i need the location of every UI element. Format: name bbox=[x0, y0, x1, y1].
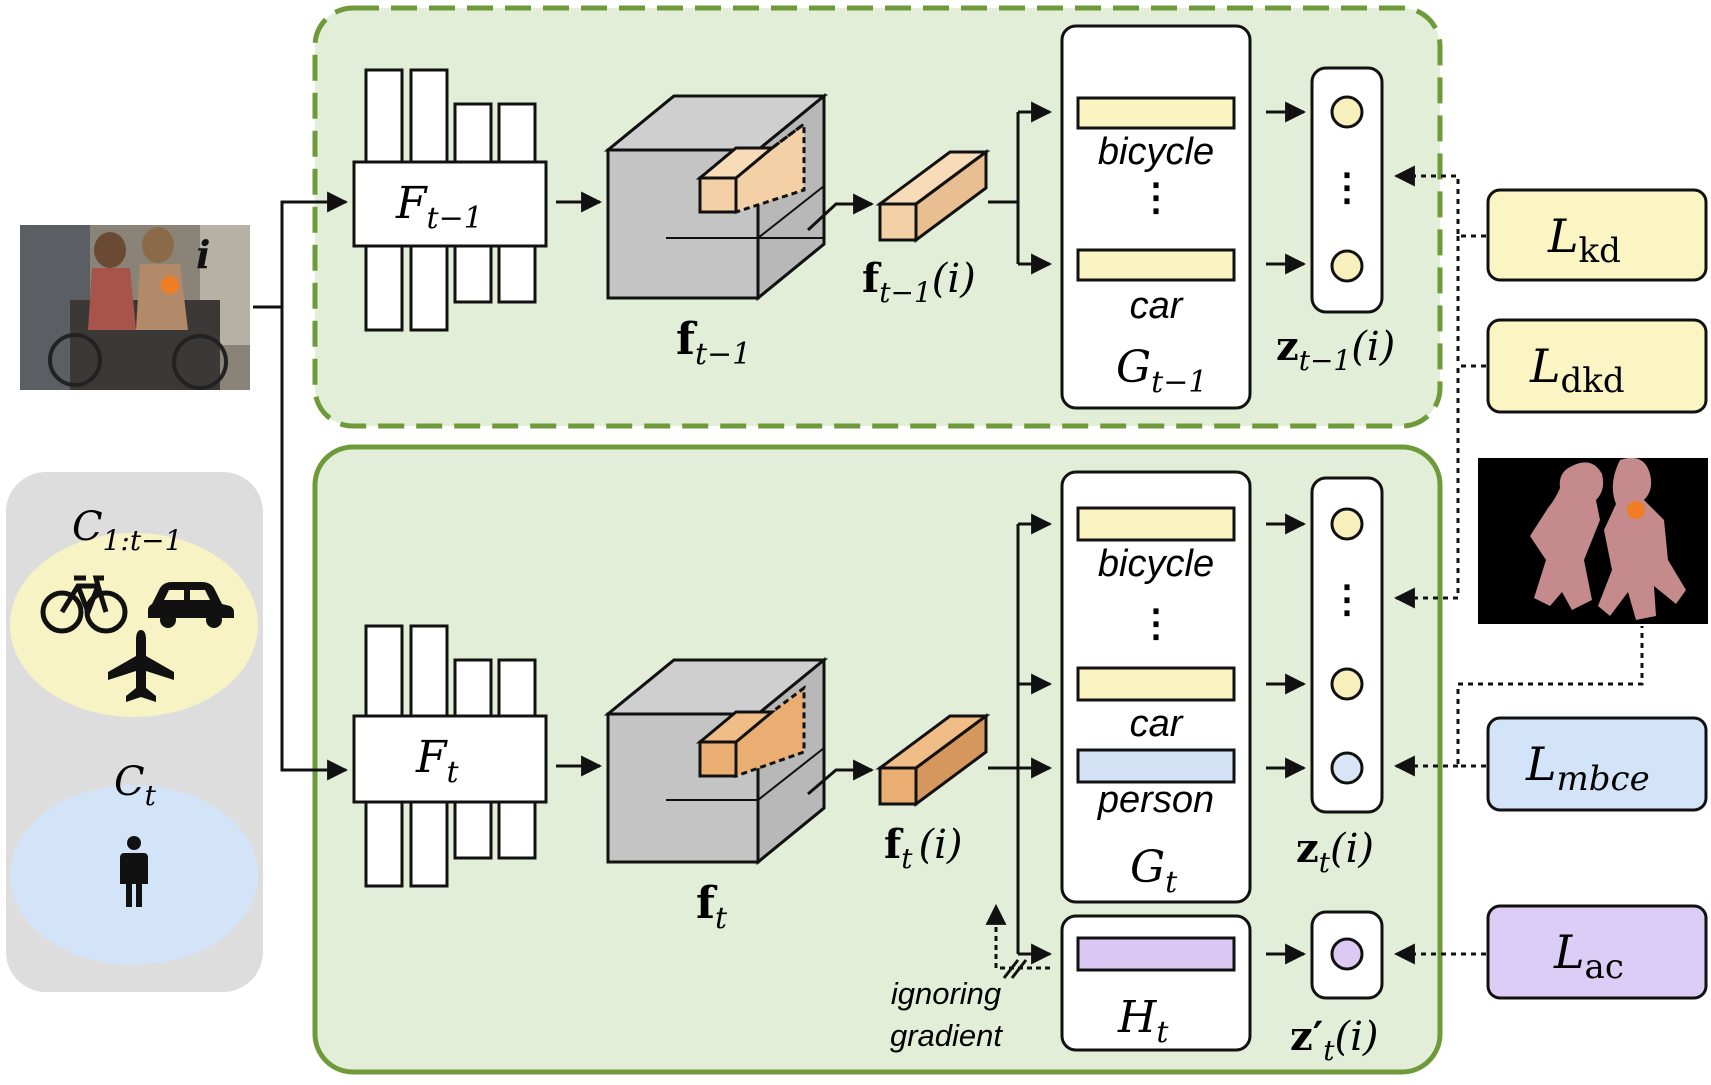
old-logit-car bbox=[1330, 249, 1364, 283]
encoder-to-cube-arrows bbox=[556, 191, 603, 777]
pixel-marker bbox=[161, 276, 179, 294]
mask-pixel-marker bbox=[1627, 501, 1645, 519]
loss-connections bbox=[1393, 165, 1644, 965]
old-encoder bbox=[352, 68, 548, 332]
old-logit-bicycle bbox=[1330, 95, 1364, 129]
new-feature-cube bbox=[603, 656, 829, 866]
old-feature-map-label: ft−1 bbox=[676, 314, 751, 372]
new-class-label-car: car bbox=[1130, 703, 1184, 745]
segmentation-mask bbox=[1478, 457, 1708, 624]
aux-logits-label: z′t(i) bbox=[1290, 1013, 1379, 1067]
new-logit-vdots: ⋮ bbox=[1328, 576, 1366, 621]
new-encoder bbox=[352, 624, 548, 888]
old-classes-label: C1:t−1 bbox=[72, 504, 182, 557]
ignore-gradient-line-1: ignoring bbox=[891, 976, 1001, 1011]
ignore-gradient-marker bbox=[985, 903, 1050, 979]
new-classifier-label: Gt bbox=[1130, 842, 1178, 900]
old-class-label-car: car bbox=[1130, 285, 1184, 327]
old-logit-arrows bbox=[1266, 101, 1307, 275]
old-pixel-feature bbox=[875, 149, 991, 243]
new-classes-label: Ct bbox=[114, 759, 157, 812]
loss-mbce-label: Lmbce bbox=[1525, 737, 1650, 799]
aux-classifier-label: Ht bbox=[1117, 992, 1169, 1050]
aux-logit bbox=[1330, 937, 1364, 971]
new-encoder-box bbox=[352, 714, 548, 804]
bicycle-icon bbox=[40, 575, 128, 634]
old-logit-vdots: ⋮ bbox=[1328, 164, 1366, 209]
loss-kd-label: Lkd bbox=[1547, 209, 1621, 271]
airplane-icon bbox=[108, 630, 174, 702]
old-feature-cube bbox=[603, 92, 829, 302]
old-logits-box bbox=[1310, 66, 1384, 314]
old-classifier-arrows bbox=[988, 101, 1053, 275]
input-arrows bbox=[253, 191, 349, 781]
classes-panel: C1:t−1 Ct bbox=[6, 472, 263, 992]
new-logit-person bbox=[1330, 751, 1364, 785]
old-logits-label: zt−1(i) bbox=[1276, 323, 1395, 377]
old-class-label-bicycle: bicycle bbox=[1098, 131, 1214, 173]
loss-dkd-label: Ldkd bbox=[1529, 339, 1625, 401]
input-image: i bbox=[20, 225, 250, 390]
cube-to-pixel-arrows bbox=[806, 193, 875, 796]
new-logits-label: zt(i) bbox=[1296, 825, 1374, 879]
pixel-label: i bbox=[196, 232, 210, 277]
new-class-bar-person bbox=[1076, 748, 1236, 784]
old-classes-ellipse bbox=[10, 533, 258, 717]
new-pixel-feature-label: ft(i) bbox=[884, 821, 963, 875]
old-encoder-label: Ft−1 bbox=[395, 178, 483, 236]
person-icon bbox=[120, 836, 148, 907]
new-logit-car bbox=[1330, 667, 1364, 701]
new-classifier-arrows bbox=[988, 513, 1053, 965]
loss-ac: Lac bbox=[1486, 904, 1708, 1000]
ignore-gradient-line-2: gradient bbox=[890, 1018, 1003, 1053]
new-logit-bicycle bbox=[1330, 507, 1364, 541]
new-class-bar-car bbox=[1076, 666, 1236, 702]
loss-mbce: Lmbce bbox=[1486, 716, 1708, 812]
loss-ac-label: Lac bbox=[1553, 925, 1624, 987]
new-logit-arrows bbox=[1266, 513, 1307, 965]
new-class-label-person: person bbox=[1097, 779, 1214, 821]
old-classifier-label: Gt−1 bbox=[1116, 342, 1207, 400]
car-icon bbox=[148, 582, 234, 628]
aux-class-bar bbox=[1076, 936, 1236, 972]
old-encoder-box bbox=[352, 160, 548, 248]
old-pixel-feature-label: ft−1(i) bbox=[862, 255, 976, 309]
new-encoder-label: Ft bbox=[415, 732, 460, 790]
old-class-vdots: ⋮ bbox=[1137, 174, 1175, 219]
new-pixel-feature bbox=[875, 713, 991, 807]
new-class-vdots: ⋮ bbox=[1137, 600, 1175, 645]
loss-kd: Lkd bbox=[1486, 188, 1708, 282]
new-class-bar-bicycle bbox=[1076, 506, 1236, 542]
old-class-bar-bicycle bbox=[1076, 96, 1236, 130]
new-feature-map-label: ft bbox=[696, 878, 728, 936]
loss-dkd: Ldkd bbox=[1486, 318, 1708, 414]
old-class-bar-car bbox=[1076, 248, 1236, 282]
new-logits-box bbox=[1310, 476, 1384, 814]
new-class-label-bicycle: bicycle bbox=[1098, 543, 1214, 585]
